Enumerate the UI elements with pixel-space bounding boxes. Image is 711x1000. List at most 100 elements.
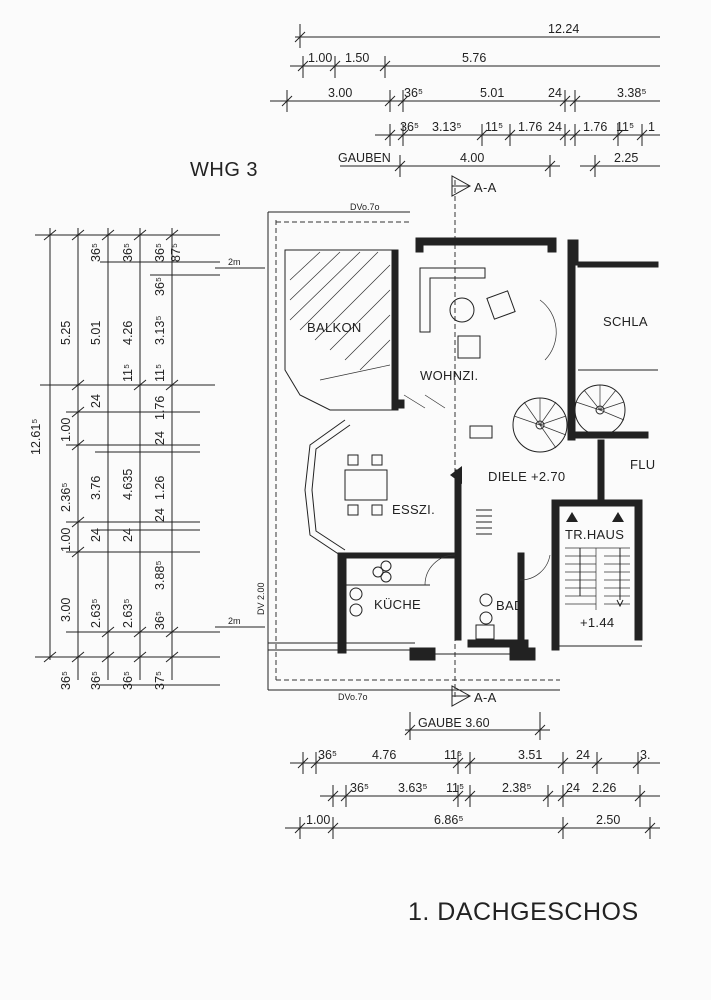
doors (403, 299, 557, 586)
gauben-right: 2.25 (614, 151, 638, 165)
room-label-flu: FLU (630, 457, 655, 472)
dim-label: 3.76 (89, 476, 103, 500)
dim-label: 24 (548, 86, 562, 100)
two-m-top: 2m (228, 257, 241, 267)
dim-label: 3.13⁵ (153, 315, 167, 345)
dim-label: 3.38⁵ (617, 86, 647, 100)
dim-label: 1.00 (59, 418, 73, 442)
dim-label: 24 (566, 781, 580, 795)
dim-label: 36⁵ (59, 671, 73, 690)
dim-label: 2.63⁵ (121, 598, 135, 628)
dim-label: 4.26 (121, 321, 135, 345)
dim-label: 37⁵ (153, 671, 167, 690)
dim-label: 24 (153, 508, 167, 522)
dv-side-label: DV 2.00 (256, 582, 266, 615)
dim-label: 3.51 (518, 748, 542, 762)
dim-label: 1 (648, 120, 655, 134)
dim-label: 11⁵ (446, 781, 464, 795)
dim-label: 3. (640, 748, 650, 762)
dim-label: 24 (548, 120, 562, 134)
stairs (512, 384, 630, 610)
room-label-esszi: ESSZI. (392, 502, 435, 517)
floor-title: 1. DACHGESCHOS (408, 898, 639, 926)
dv-bottom-label: DVo.7o (338, 692, 368, 702)
dim-label: 3.88⁵ (153, 560, 167, 590)
dim-label: 4.635 (121, 469, 135, 500)
dim-label: 3.00 (328, 86, 352, 100)
dim-label: 24 (89, 528, 103, 542)
unit-label: WHG 3 (190, 159, 258, 181)
room-label-trhaus: TR.HAUS (565, 527, 624, 542)
dim-label: 36⁵ (153, 243, 167, 262)
dim-label: 24 (89, 394, 103, 408)
dim-label: 5.01 (89, 321, 103, 345)
dim-label: 36⁵ (89, 243, 103, 262)
dim-label: 36⁵ (318, 748, 337, 762)
dim-label: 2.26 (592, 781, 616, 795)
dim-label: 11⁵ (485, 120, 503, 134)
room-label-diele: DIELE +2.70 (488, 469, 565, 484)
dim-label: 1.76 (583, 120, 607, 134)
room-label-schla: SCHLA (603, 314, 648, 329)
walls (304, 237, 659, 661)
dim-label: 11⁵ (444, 748, 462, 762)
dim-label: 3.63⁵ (398, 781, 428, 795)
furniture (344, 267, 516, 640)
dim-label: 11⁵ (153, 364, 167, 382)
dim-label: 24 (121, 528, 135, 542)
dim-label: 2.50 (596, 813, 620, 827)
bottom-dimension-labels: GAUBE 3.60 36⁵ 4.76 11⁵ 3.51 24 3. 36⁵ 3… (306, 716, 650, 827)
dim-label: 36⁵ (350, 781, 369, 795)
dim-label: 24 (576, 748, 590, 762)
dim-label: 36⁵ (121, 671, 135, 690)
dim-label: 1.76 (153, 396, 167, 420)
dv-top-label: DVo.7o (350, 202, 380, 212)
dim-label: 5.25 (59, 321, 73, 345)
dim-total-height: 12.61⁵ (29, 419, 43, 455)
room-label-wohnzi: WOHNZI. (420, 368, 478, 383)
top-dimension-chains (270, 24, 660, 177)
dim-label: 6.86⁵ (434, 813, 464, 827)
dim-label: 36⁵ (404, 86, 423, 100)
dim-label: 36⁵ (89, 671, 103, 690)
dim-label: 36⁵ (121, 243, 135, 262)
dim-label: 1.00 (308, 51, 332, 65)
section-label-top: A-A (474, 180, 497, 195)
two-m-bottom: 2m (228, 616, 241, 626)
dim-label: 1.00 (306, 813, 330, 827)
dim-label: 3.00 (59, 598, 73, 622)
dim-label: 11⁵ (121, 364, 135, 382)
section-label-bottom: A-A (474, 690, 497, 705)
gauben-value: 4.00 (460, 151, 484, 165)
bottom-dimension-chains (285, 712, 660, 839)
room-label-bad: BAD (496, 598, 524, 613)
dim-label: 4.76 (372, 748, 396, 762)
gauben-label: GAUBEN (338, 151, 391, 165)
dim-label: 24 (153, 431, 167, 445)
dim-label: 5.76 (462, 51, 486, 65)
dim-label: 36⁵ (153, 611, 167, 630)
top-dimension-labels: 12.24 1.00 1.50 5.76 3.00 36⁵ 5.01 24 3.… (308, 22, 655, 165)
dim-label: 1.00 (59, 528, 73, 552)
dim-label: 2.36⁵ (59, 482, 73, 512)
dim-label: 1.76 (518, 120, 542, 134)
dim-label: 2.63⁵ (89, 598, 103, 628)
dim-label: 36⁵ (153, 277, 167, 296)
balcony: BALKON (284, 249, 393, 411)
left-dimension-labels: 12.61⁵ 5.25 1.00 2.36⁵ 1.00 3.00 36⁵ 36⁵… (29, 243, 183, 690)
gaube-bottom-label: GAUBE 3.60 (418, 716, 490, 730)
dim-label: 5.01 (480, 86, 504, 100)
dim-label: 87⁵ (169, 243, 183, 262)
room-label-level: +1.44 (580, 615, 614, 630)
room-label-balkon: BALKON (307, 320, 362, 335)
left-dimension-chains: 2m 2m (35, 228, 265, 686)
dim-label: 36⁵ (400, 120, 419, 134)
section-mark-bottom: A-A (451, 685, 497, 707)
room-label-kueche: KÜCHE (374, 597, 421, 612)
plan-outline (267, 180, 560, 700)
dim-label: 1.50 (345, 51, 369, 65)
dim-label: 2.38⁵ (502, 781, 532, 795)
section-mark-top: A-A (451, 175, 497, 197)
dim-total-width: 12.24 (548, 22, 579, 36)
